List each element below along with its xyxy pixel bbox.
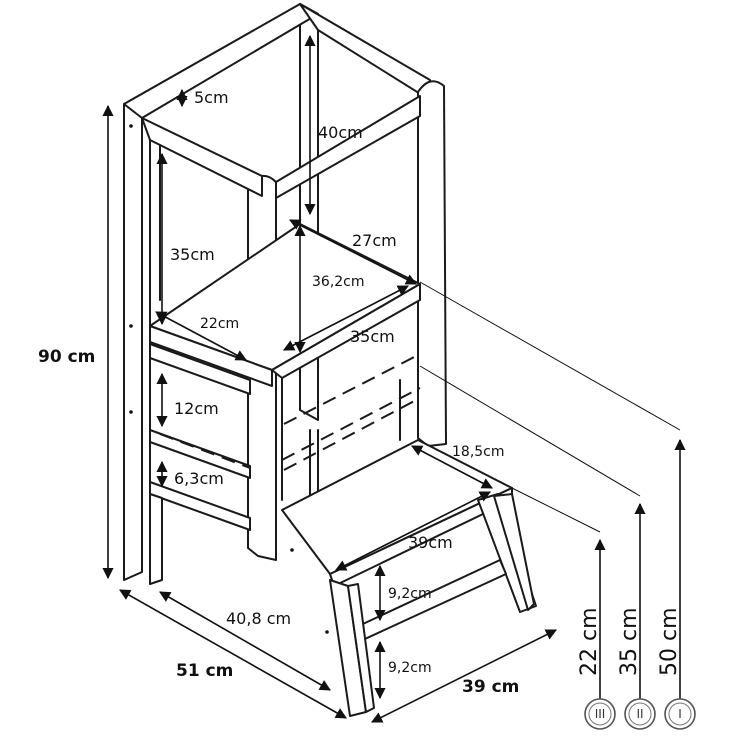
label-platform-side: 22cm xyxy=(200,316,239,332)
level-ii-badge: II xyxy=(624,698,656,730)
left-side-rail-bottom xyxy=(149,481,251,531)
level-i-badge: I xyxy=(664,698,696,730)
label-base-depth: 40,8 cm xyxy=(226,609,291,628)
lower-step xyxy=(349,559,507,645)
middle-cross-bars xyxy=(281,377,401,501)
dimension-labels: 5cm 40cm 35cm 27cm 36,2cm 22cm 35cm 12cm… xyxy=(38,88,519,697)
hidden-rail-3 xyxy=(281,387,421,461)
level-i-height: 50 cm xyxy=(657,607,682,676)
left-side-rail-lower xyxy=(149,429,251,479)
top-rail-back xyxy=(299,3,431,101)
level-iii-height: 22 cm xyxy=(577,607,602,676)
hidden-rail-2 xyxy=(283,353,421,425)
front-right-post xyxy=(417,80,447,447)
level-iii-badge: III xyxy=(584,698,616,730)
label-top-rail: 5cm xyxy=(194,88,229,107)
dimension-lines xyxy=(102,34,686,723)
hidden-rail-4 xyxy=(283,397,421,471)
label-rail-gap: 12cm xyxy=(174,399,219,418)
label-platform-width: 36,2cm xyxy=(312,274,365,290)
top-front-rail xyxy=(141,117,263,197)
label-step-width: 39cm xyxy=(408,533,453,552)
level-iii-numeral: III xyxy=(595,707,606,721)
label-step-height-upper: 9,2cm xyxy=(388,586,432,602)
left-base-leg xyxy=(149,493,163,585)
label-total-depth: 51 cm xyxy=(176,661,233,681)
label-total-width: 39 cm xyxy=(462,677,519,697)
level-ii-height: 35 cm xyxy=(617,607,642,676)
label-inner-depth-top: 40cm xyxy=(318,123,363,142)
label-rail-small: 6,3cm xyxy=(174,469,224,488)
label-platform-depth: 27cm xyxy=(352,231,397,250)
back-left-post xyxy=(123,95,143,581)
right-step-leg-front xyxy=(493,493,535,611)
screw-holes xyxy=(129,124,329,634)
level-ii-numeral: II xyxy=(636,707,643,721)
level-i-numeral: I xyxy=(678,707,682,721)
top-front-cross-rail xyxy=(275,95,421,199)
label-platform-front: 35cm xyxy=(350,327,395,346)
tower-structure xyxy=(123,3,537,717)
hidden-rail-1 xyxy=(159,433,251,469)
label-step-depth: 18,5cm xyxy=(452,444,505,460)
label-side-height-upper: 35cm xyxy=(170,245,215,264)
label-total-height: 90 cm xyxy=(38,347,95,367)
label-step-height-lower: 9,2cm xyxy=(388,660,432,676)
height-levels: 22 cm 35 cm 50 cm III II I xyxy=(577,607,696,730)
